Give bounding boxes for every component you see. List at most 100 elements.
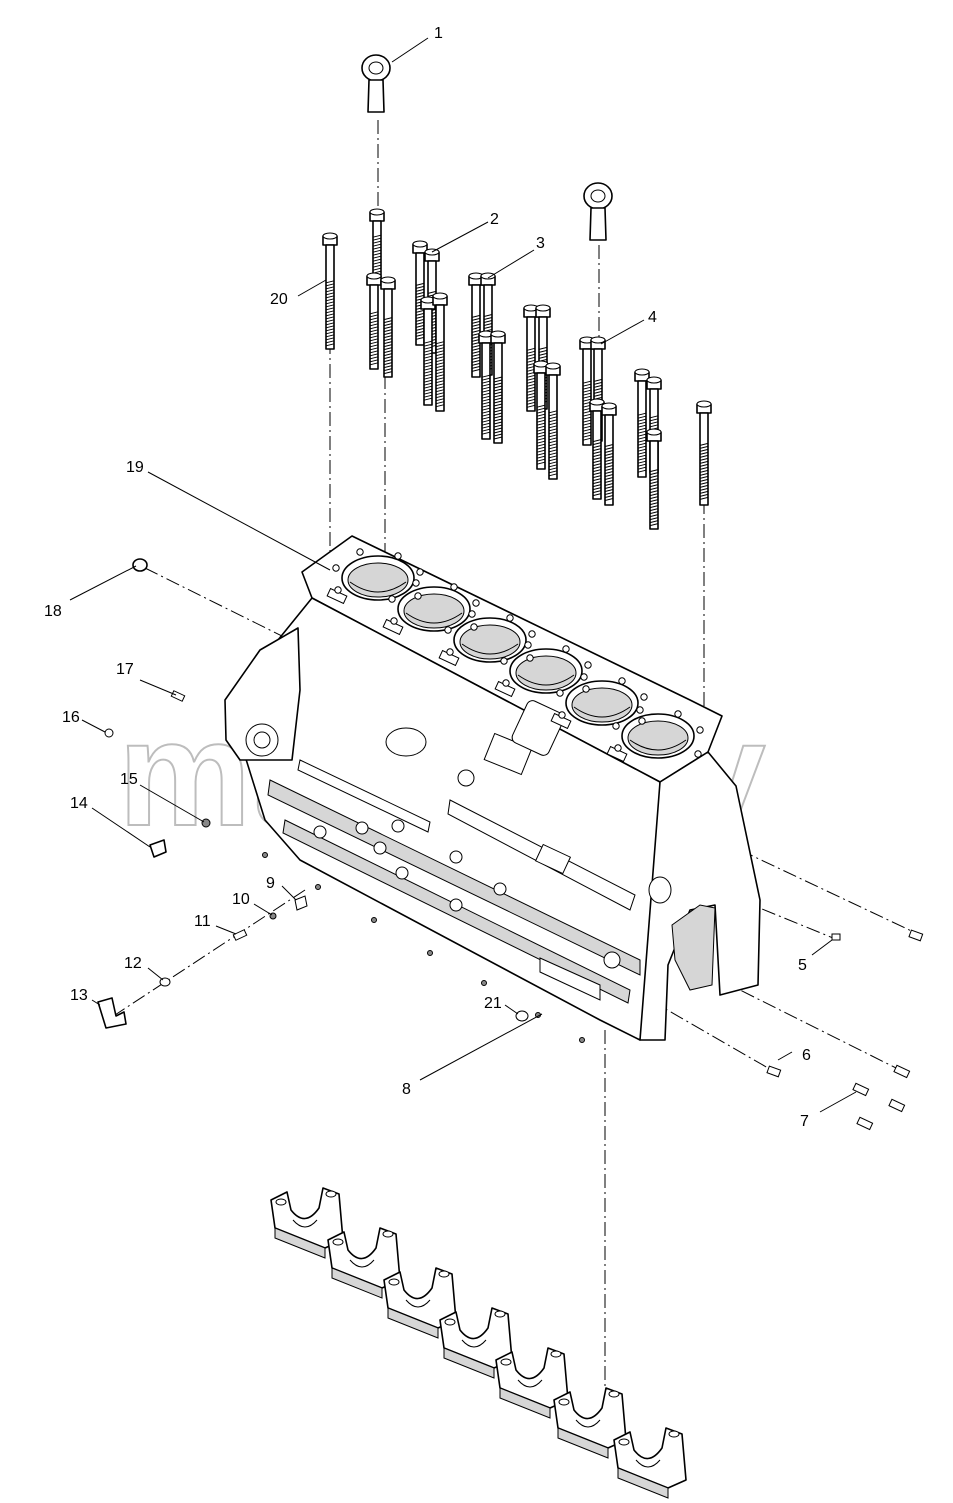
callout-21: 21 bbox=[484, 995, 502, 1012]
callout-17: 17 bbox=[116, 661, 134, 678]
deck-hole bbox=[472, 599, 480, 607]
deck-hole bbox=[416, 568, 424, 576]
bolt-icon bbox=[696, 400, 712, 506]
callout-15: 15 bbox=[120, 771, 138, 788]
callout-4: 4 bbox=[648, 309, 657, 326]
bolt-icon bbox=[420, 296, 436, 406]
plug-icon bbox=[831, 933, 841, 941]
deck-hole bbox=[696, 726, 704, 734]
deck-hole bbox=[394, 552, 402, 560]
lifting-eye-icon bbox=[361, 54, 391, 113]
bolt-icon bbox=[545, 362, 561, 480]
deck-hole bbox=[444, 626, 452, 634]
plug-icon bbox=[201, 818, 211, 828]
deck-hole bbox=[558, 711, 566, 719]
callout-13: 13 bbox=[70, 987, 88, 1004]
deck-hole bbox=[694, 750, 702, 758]
deck-hole bbox=[636, 706, 644, 714]
callout-8: 8 bbox=[402, 1081, 411, 1098]
bolt-icon bbox=[478, 330, 494, 440]
bolt-icon bbox=[369, 208, 385, 278]
bolt-icon bbox=[432, 292, 448, 412]
bolt-icon bbox=[634, 368, 650, 478]
leader-lines bbox=[69, 37, 857, 1113]
plug-icon bbox=[908, 929, 924, 942]
callout-16: 16 bbox=[62, 709, 80, 726]
deck-hole bbox=[500, 657, 508, 665]
main-bearing-cap-icon bbox=[327, 1227, 401, 1299]
deck-hole bbox=[582, 685, 590, 693]
cylinder-block bbox=[224, 535, 761, 1041]
plug-icon bbox=[294, 895, 308, 911]
main-bearing-cap-icon bbox=[439, 1307, 513, 1379]
callout-19: 19 bbox=[126, 459, 144, 476]
bolt-icon bbox=[322, 232, 338, 350]
deck-hole bbox=[450, 583, 458, 591]
deck-hole bbox=[356, 548, 364, 556]
small-plugs bbox=[262, 852, 585, 1043]
deck-hole bbox=[674, 710, 682, 718]
block-deck-holes bbox=[332, 548, 704, 758]
deck-hole bbox=[502, 679, 510, 687]
bolt-icon bbox=[646, 428, 662, 530]
bolt-icon bbox=[579, 336, 595, 446]
deck-hole bbox=[414, 592, 422, 600]
callout-11: 11 bbox=[194, 913, 211, 930]
deck-hole bbox=[446, 648, 454, 656]
callout-20: 20 bbox=[270, 291, 288, 308]
bolt-icon bbox=[533, 360, 549, 470]
bolt-icon bbox=[523, 304, 539, 412]
deck-hole bbox=[526, 654, 534, 662]
callout-5: 5 bbox=[798, 957, 807, 974]
callout-labels: 1 2 3 4 5 6 7 8 9 10 11 12 13 14 15 16 1… bbox=[44, 25, 811, 1130]
deck-hole bbox=[638, 717, 646, 725]
callout-7: 7 bbox=[800, 1113, 809, 1130]
deck-hole bbox=[388, 595, 396, 603]
deck-hole bbox=[614, 744, 622, 752]
bolt-icon bbox=[601, 402, 617, 506]
deck-hole bbox=[580, 673, 588, 681]
deck-hole bbox=[562, 645, 570, 653]
bolt-icon bbox=[412, 240, 428, 346]
bolt-icon bbox=[589, 398, 605, 500]
deck-hole bbox=[528, 630, 536, 638]
deck-hole bbox=[556, 689, 564, 697]
callout-9: 9 bbox=[266, 875, 275, 892]
bolt-icon bbox=[380, 276, 396, 378]
main-bearing-cap-icon bbox=[270, 1187, 344, 1259]
deck-hole bbox=[332, 564, 340, 572]
deck-hole bbox=[468, 610, 476, 618]
cylinder-bore bbox=[326, 555, 415, 605]
deck-hole bbox=[334, 586, 342, 594]
plug-icon bbox=[232, 929, 248, 941]
deck-hole bbox=[612, 722, 620, 730]
main-bearing-cap-icon bbox=[383, 1267, 457, 1339]
bolt-icon bbox=[468, 272, 484, 378]
callout-2: 2 bbox=[490, 211, 499, 228]
main-bearing-caps bbox=[270, 1187, 687, 1499]
callout-14: 14 bbox=[70, 795, 88, 812]
deck-hole bbox=[618, 677, 626, 685]
cylinder-bore bbox=[606, 713, 695, 763]
head-bolts bbox=[322, 208, 712, 530]
deck-hole bbox=[524, 641, 532, 649]
plug-icon bbox=[766, 1065, 782, 1078]
stud-icon bbox=[852, 1064, 911, 1131]
lifting-eye-icon bbox=[583, 182, 613, 241]
center-lines bbox=[114, 120, 921, 1390]
callout-12: 12 bbox=[124, 955, 142, 972]
bolt-icon bbox=[490, 330, 506, 444]
callout-18: 18 bbox=[44, 603, 62, 620]
deck-hole bbox=[412, 579, 420, 587]
main-bearing-cap-icon bbox=[613, 1427, 687, 1499]
deck-hole bbox=[470, 623, 478, 631]
callout-6: 6 bbox=[802, 1047, 811, 1064]
callout-1: 1 bbox=[434, 25, 443, 42]
plug-icon bbox=[515, 1010, 529, 1022]
plug-icon bbox=[104, 728, 114, 738]
deck-hole bbox=[584, 661, 592, 669]
deck-hole bbox=[506, 614, 514, 622]
elbow-fitting-icon bbox=[97, 997, 127, 1029]
plug-icon bbox=[149, 839, 167, 858]
